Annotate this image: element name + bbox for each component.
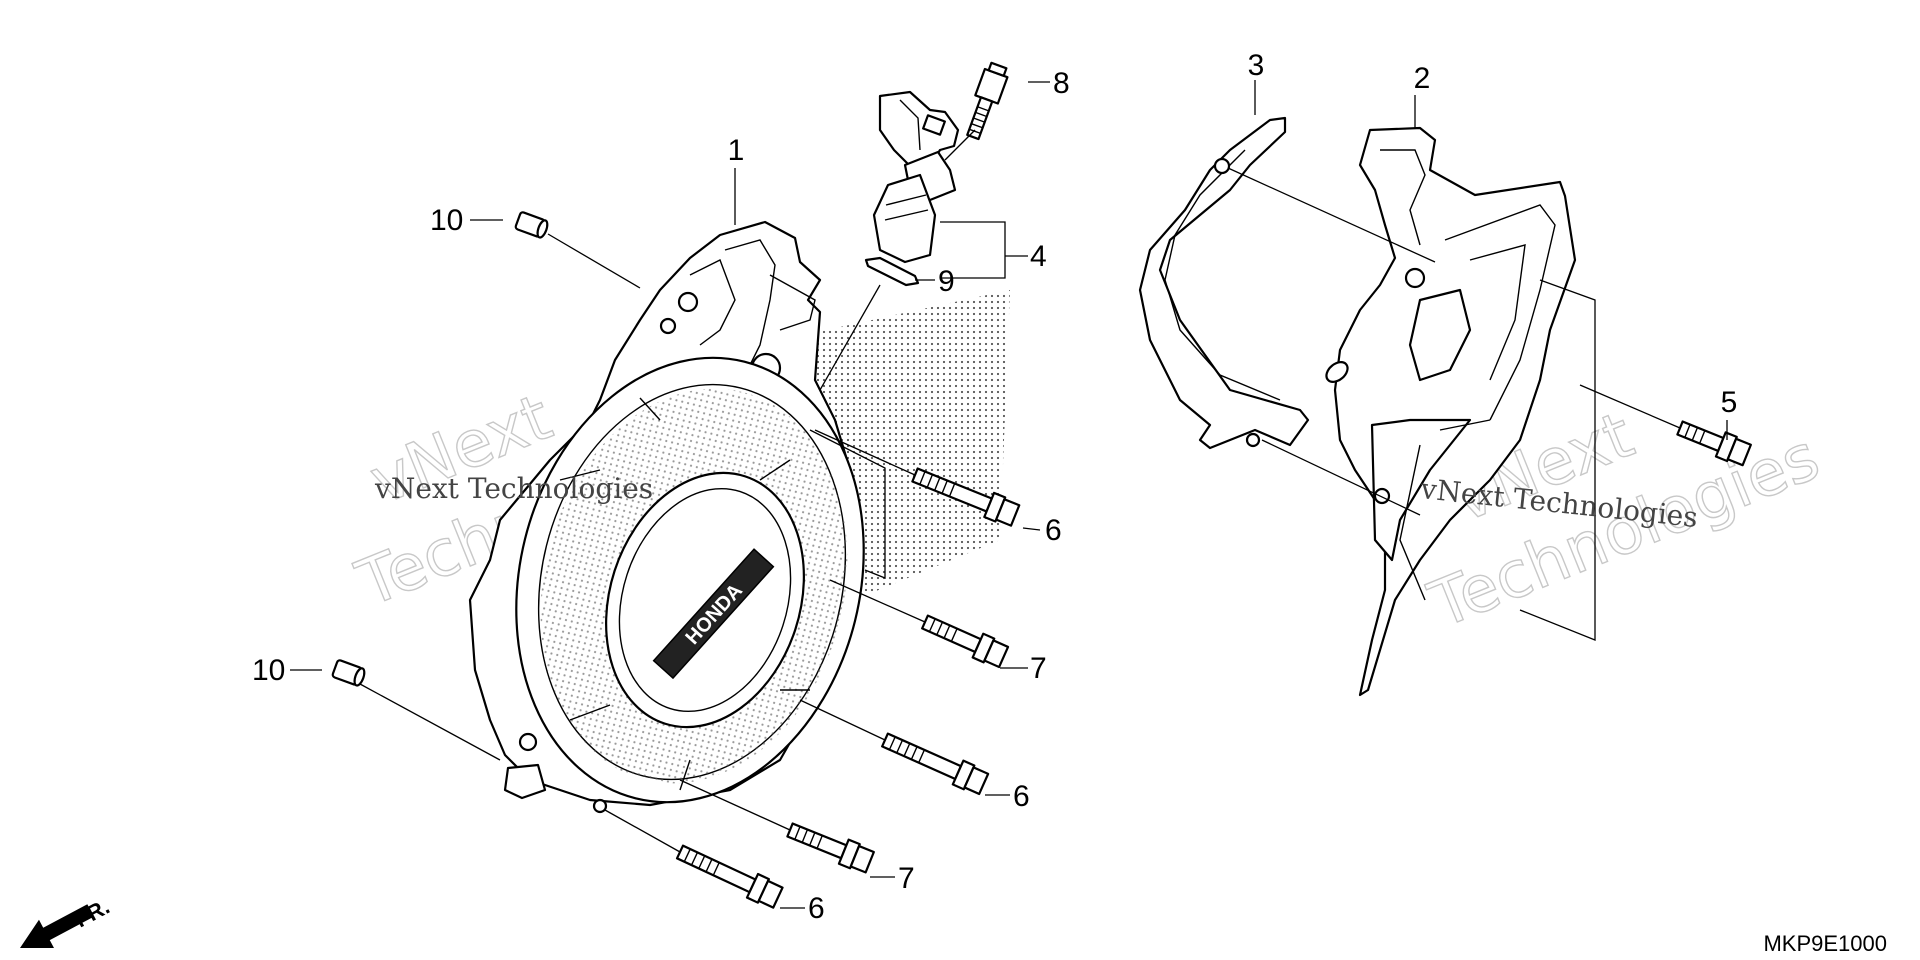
front-direction-arrow: FR. [20, 894, 114, 949]
sprocket-cover-2 [1325, 126, 1577, 697]
callout-2: 2 [1414, 62, 1431, 95]
callout-6-middle: 6 [1013, 780, 1030, 813]
callout-6-bottom: 6 [808, 892, 825, 925]
callout-6-top: 6 [1045, 514, 1062, 547]
bolt-6-bottom [675, 844, 784, 909]
bolt-7-lower [786, 822, 875, 874]
left-crankcase-cover: HONDA [468, 220, 865, 814]
bolt-7-upper [921, 614, 1010, 669]
callout-9: 9 [938, 265, 955, 298]
sensor-assembly [864, 90, 960, 287]
bolt-8 [966, 61, 1009, 141]
callout-labels: 1 2 3 4 5 6 6 6 7 7 8 9 10 10 [252, 49, 1737, 925]
bolt-6-middle [881, 732, 990, 796]
callout-1: 1 [728, 134, 745, 167]
dowel-pin-upper [514, 211, 549, 239]
gasket-3 [1138, 116, 1310, 450]
direction-label: FR. [71, 894, 114, 933]
diagram-code: MKP9E1000 [1763, 931, 1887, 956]
callout-7-lower: 7 [898, 862, 915, 895]
callout-8: 8 [1053, 67, 1070, 100]
bolt-5 [1676, 420, 1752, 467]
callout-7-upper: 7 [1030, 652, 1047, 685]
callout-10-upper: 10 [430, 204, 463, 237]
watermark-caption-left: vNext Technologies [374, 472, 653, 505]
leader-lines [290, 80, 1728, 909]
callout-10-lower: 10 [252, 654, 285, 687]
callout-4: 4 [1030, 240, 1047, 273]
dowel-pin-lower [331, 659, 366, 687]
callout-3: 3 [1248, 49, 1265, 82]
callout-5: 5 [1721, 386, 1738, 419]
